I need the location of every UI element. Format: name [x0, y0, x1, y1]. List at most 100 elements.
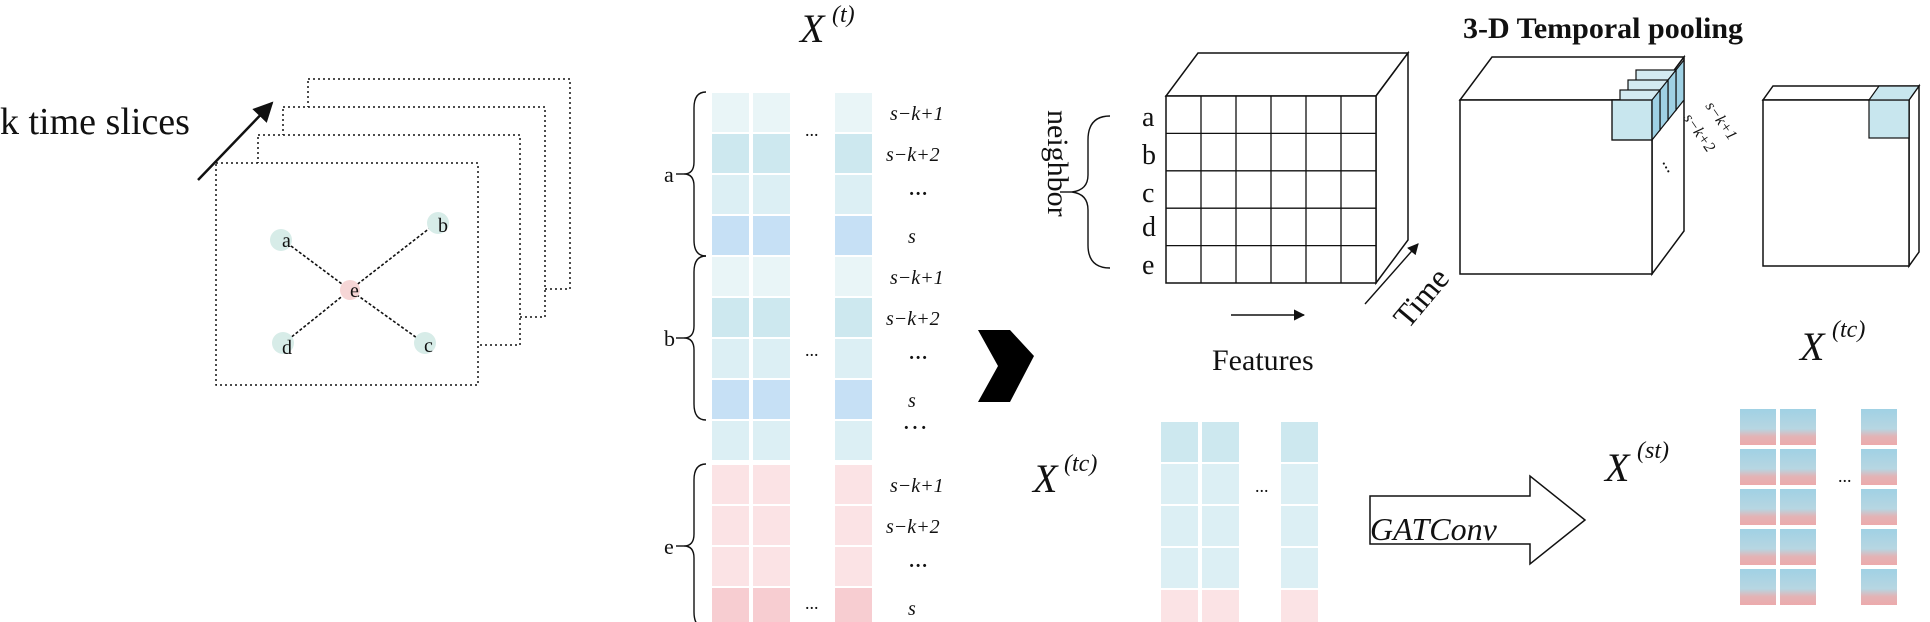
xtc-cell-r4-c1 [1200, 588, 1241, 622]
xtc-cell-r3-c0 [1159, 546, 1200, 590]
xt-gap-cell-0 [710, 419, 751, 462]
xt-cell-g0-r1-c2 [833, 132, 874, 175]
xt-cell-g1-r0-c0 [710, 255, 751, 298]
xt-row-label-g1-r0: s−k+1 [890, 267, 944, 289]
xtc-cell-r0-c2 [1279, 420, 1320, 464]
xt-cell-g0-r0-c0 [710, 91, 751, 134]
xt-group-label-0: a [664, 162, 674, 187]
xtc-cell-r2-c0 [1159, 504, 1200, 548]
node-c [414, 332, 436, 354]
time-arrow [197, 101, 274, 181]
xt-brace-0 [683, 91, 707, 257]
xt-col-dots-2: ... [805, 340, 819, 360]
row-label-c: c [1142, 178, 1154, 209]
cube-3-highlight [1868, 99, 1910, 139]
xt-row-label-g2-r1: s−k+2 [886, 516, 940, 538]
xt-brace-2 [683, 463, 707, 622]
xst-cell-r4-c1 [1778, 567, 1818, 607]
row-label-b: b [1142, 140, 1156, 171]
xt-cell-g2-r1-c2 [833, 504, 874, 547]
xt-cell-g1-r3-c2 [833, 378, 874, 421]
cube-3 [1761, 83, 1921, 269]
xt-label-sup: (t) [832, 2, 855, 28]
xt-cell-g2-r2-c2 [833, 545, 874, 588]
cube2-slice-outline [1611, 99, 1653, 141]
node-b-label: b [438, 215, 448, 237]
node-a [270, 229, 292, 251]
xt-gap-cell-1 [751, 419, 792, 462]
xt-cell-g0-r1-c0 [710, 132, 751, 175]
xt-cell-g0-r2-c2 [833, 173, 874, 216]
cube-1-grid [1166, 96, 1376, 283]
xt-group-label-2: e [664, 534, 674, 559]
k-time-slices-label: k time slices [0, 101, 190, 143]
node-b [427, 212, 449, 234]
xt-cell-g2-r1-c1 [751, 504, 792, 547]
xt-gap-cell-2 [833, 419, 874, 462]
xt-cell-g2-r0-c1 [751, 463, 792, 506]
xtc-cell-r0-c1 [1200, 420, 1241, 464]
xt-cell-g1-r0-c1 [751, 255, 792, 298]
edge-b-e [349, 223, 436, 291]
xt-group-label-1: b [664, 326, 675, 351]
xst-cell-r3-c1 [1778, 527, 1818, 567]
xt-cell-g2-r0-c2 [833, 463, 874, 506]
xt-cell-g1-r3-c0 [710, 378, 751, 421]
xt-row-label-g0-r0: s−k+1 [890, 103, 944, 125]
neighbor-label: neighbor [1041, 110, 1074, 217]
xtc-cell-r4-c0 [1159, 588, 1200, 622]
graph: a b c d e [270, 212, 449, 359]
xt-row-label-g1-r1: s−k+2 [886, 308, 940, 330]
row-label-d: d [1142, 212, 1156, 243]
xt-cell-g0-r1-c1 [751, 132, 792, 175]
neighbor-brace [1071, 115, 1111, 269]
xst-cell-r3-c0 [1738, 527, 1778, 567]
xtc-cell-r0-c0 [1159, 420, 1200, 464]
xtc-top-label-sup: (tc) [1832, 317, 1865, 343]
xtc-cell-r3-c2 [1279, 546, 1320, 590]
gatconv-arrow [1369, 474, 1587, 566]
xt-cell-g2-r3-c1 [751, 586, 792, 622]
xtc-cell-r1-c1 [1200, 462, 1241, 506]
xt-cell-g2-r3-c2 [833, 586, 874, 622]
xtc-top-label-var: X [1798, 324, 1826, 369]
xt-cell-g1-r1-c0 [710, 296, 751, 339]
slice-1 [215, 162, 479, 386]
xst-label-sup: (st) [1637, 438, 1669, 464]
xt-cell-g0-r3-c2 [833, 214, 874, 257]
node-e-label: e [350, 280, 359, 302]
xt-brace-1 [683, 255, 707, 421]
xtc-matrix [1159, 420, 1320, 622]
xt-row-label-g2-r0: s−k+1 [890, 475, 944, 497]
edge-d-e [283, 289, 351, 344]
xt-row-label-g0-r3: s [908, 226, 916, 248]
xt-gap-dots: ··· [902, 413, 928, 442]
xtc-cell-r1-c0 [1159, 462, 1200, 506]
xst-cell-r3-c2 [1859, 527, 1899, 567]
xt-matrix: s−k+1s−k+2···sas−k+1s−k+2···sbs−k+1s−k+2… [664, 91, 944, 622]
xt-cell-g0-r0-c1 [751, 91, 792, 134]
cube-2-highlight-slices [1611, 58, 1685, 142]
xst-cell-r1-c0 [1738, 447, 1778, 487]
xst-cell-r4-c0 [1738, 567, 1778, 607]
xst-col-dots: ... [1838, 466, 1852, 486]
xt-row-label-g2-r3: s [908, 598, 916, 620]
xt-cell-g0-r0-c2 [833, 91, 874, 134]
xst-cell-r0-c0 [1738, 407, 1778, 447]
node-c-label: c [424, 335, 433, 357]
xt-cell-g0-r2-c1 [751, 173, 792, 216]
xst-cell-r0-c2 [1859, 407, 1899, 447]
xt-cell-g0-r3-c0 [710, 214, 751, 257]
xt-row-label-g0-r2: ··· [908, 179, 928, 208]
node-d-label: d [282, 337, 292, 359]
cube-3-highlight-top [1867, 85, 1921, 101]
row-label-a: a [1142, 102, 1155, 133]
time-slices-stack [215, 78, 571, 386]
xst-label-var: X [1603, 445, 1631, 490]
xt-cell-g1-r2-c0 [710, 337, 751, 380]
xst-matrix [1738, 407, 1899, 607]
xt-cell-g1-r3-c1 [751, 378, 792, 421]
xt-cell-g0-r2-c0 [710, 173, 751, 216]
